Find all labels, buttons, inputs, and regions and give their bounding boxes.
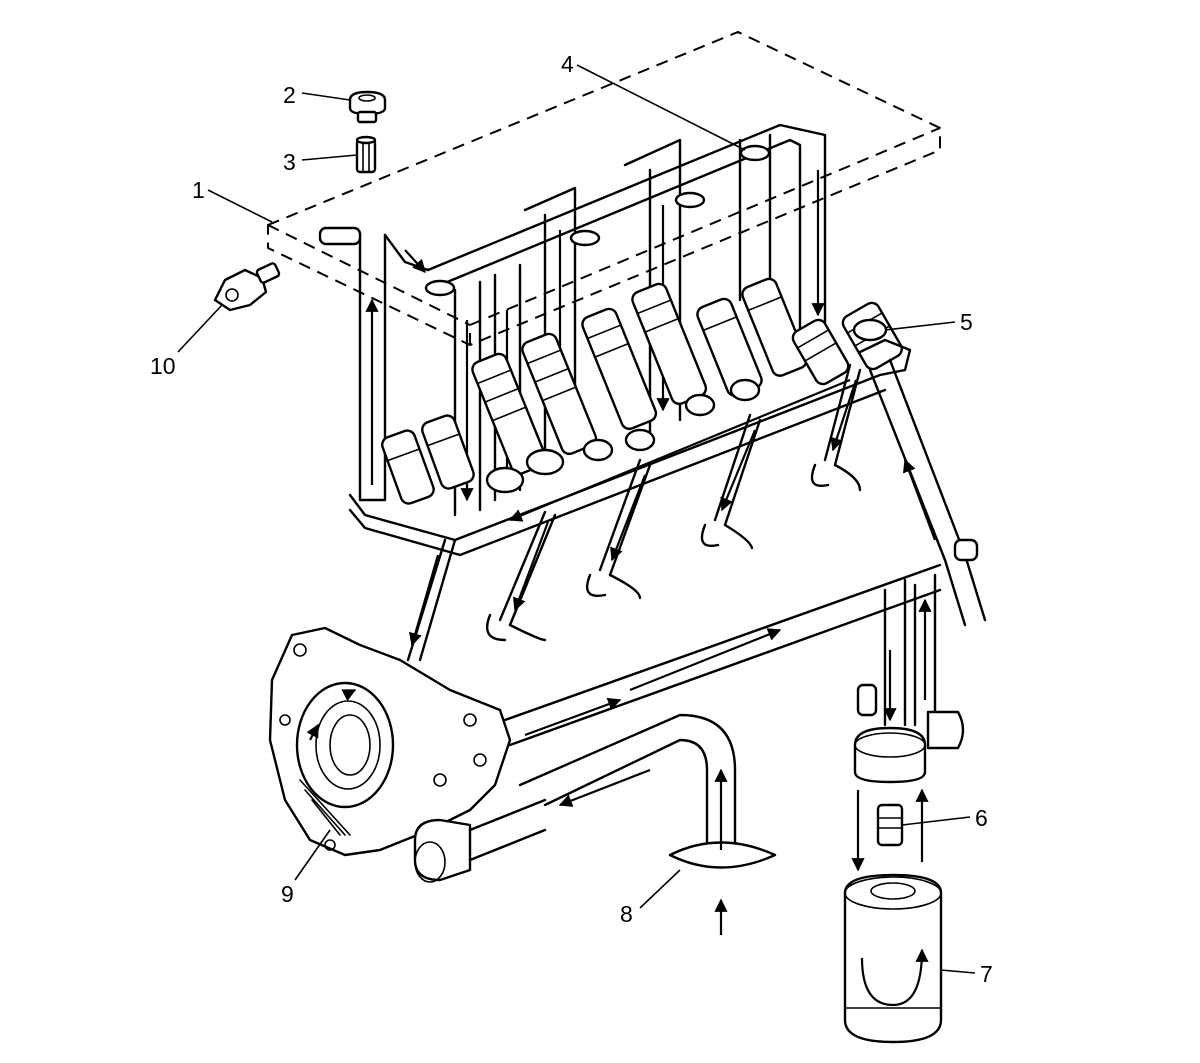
valve-lifters (381, 277, 903, 505)
bypass-valve (851, 788, 929, 872)
callout-5: 5 (960, 309, 973, 335)
callout-10: 10 (150, 353, 176, 379)
oil-pressure-sensor (213, 262, 281, 312)
leader-lines (177, 64, 976, 974)
callout-4: 4 (561, 51, 574, 77)
oil-pickup (518, 713, 777, 935)
callout-8: 8 (620, 901, 633, 927)
callout-6: 6 (975, 805, 988, 831)
callout-9: 9 (281, 881, 294, 907)
oil-filter (843, 873, 943, 1044)
gallery-riser (868, 358, 987, 627)
oil-pump (268, 626, 547, 883)
gallery-plugs (424, 144, 771, 297)
callout-3: 3 (283, 149, 296, 175)
engine-block-outline (267, 30, 941, 347)
callout-2: 2 (283, 82, 296, 108)
main-feed-pipe (503, 563, 965, 750)
callout-7: 7 (980, 961, 993, 987)
oil-gallery-check-valve (355, 135, 377, 174)
filter-adapter (853, 726, 927, 784)
main-bearing-feeds (406, 363, 862, 662)
main-gallery-rail (348, 338, 912, 557)
callout-1: 1 (192, 177, 205, 203)
oil-gallery-plug (348, 90, 387, 124)
